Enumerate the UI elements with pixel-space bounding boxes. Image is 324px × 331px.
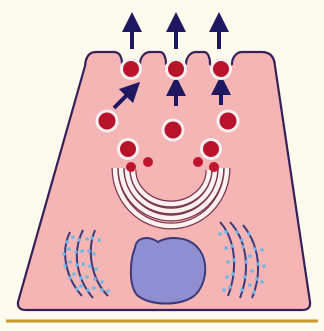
vesicle [218,111,238,131]
vesicle [163,120,183,140]
nucleus [131,238,205,303]
golgi-vesicle [193,157,203,167]
vesicle [202,140,221,159]
golgi-vesicle [209,162,219,172]
vesicle [212,60,231,79]
golgi-vesicle [126,162,136,172]
golgi-vesicle [143,157,153,167]
vesicle [119,140,138,159]
vesicle [122,60,141,79]
vesicle [167,60,186,79]
vesicle [97,111,117,131]
